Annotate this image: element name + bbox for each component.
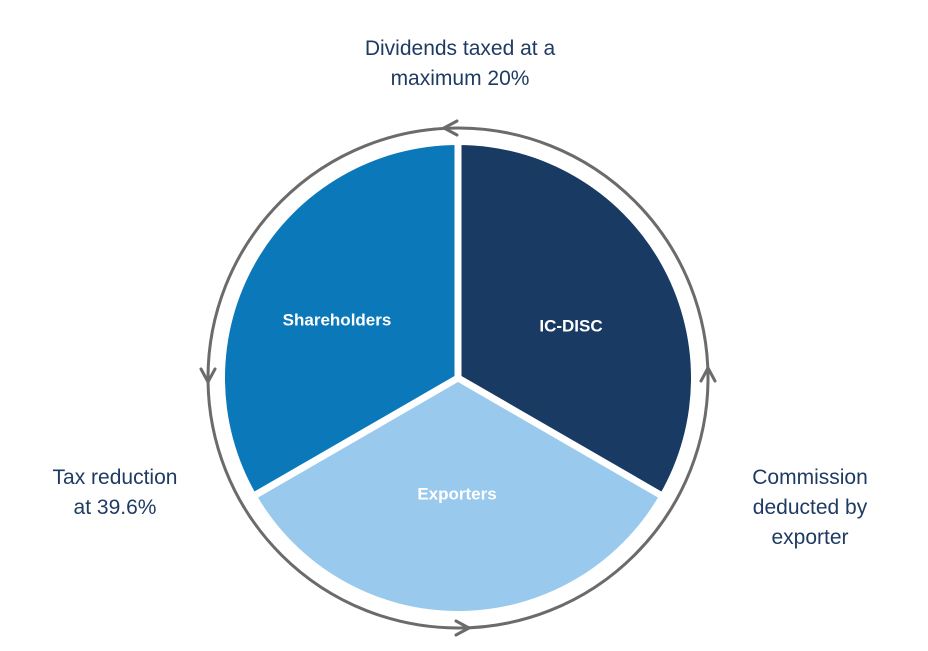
caption-dividends: Dividends taxed at a maximum 20%	[300, 34, 620, 94]
caption-commission: Commission deducted by exporter	[700, 463, 920, 553]
caption-line: at 39.6%	[73, 496, 157, 519]
caption-tax-reduction: Tax reduction at 39.6%	[10, 463, 220, 523]
caption-line: deducted by	[752, 496, 868, 519]
caption-line: Commission	[752, 466, 868, 489]
caption-line: Dividends taxed at a	[364, 37, 556, 60]
segment-label-exporters: Exporters	[417, 484, 496, 503]
cycle-ring	[206, 126, 710, 630]
arrow-down-icon	[199, 367, 217, 384]
segment-label-shareholders: Shareholders	[283, 310, 392, 329]
segment-shareholders	[224, 144, 458, 495]
segment-dividers	[250, 140, 666, 501]
segment-label-ic-disc: IC-DISC	[539, 316, 602, 335]
segment-ic-disc	[458, 145, 692, 495]
caption-line: exporter	[771, 526, 849, 549]
caption-line: Tax reduction	[52, 466, 178, 489]
caption-line: maximum 20%	[390, 67, 530, 90]
arrow-up-icon	[699, 366, 717, 383]
arrow-left-icon	[442, 119, 459, 137]
arrow-right-icon	[454, 619, 471, 637]
